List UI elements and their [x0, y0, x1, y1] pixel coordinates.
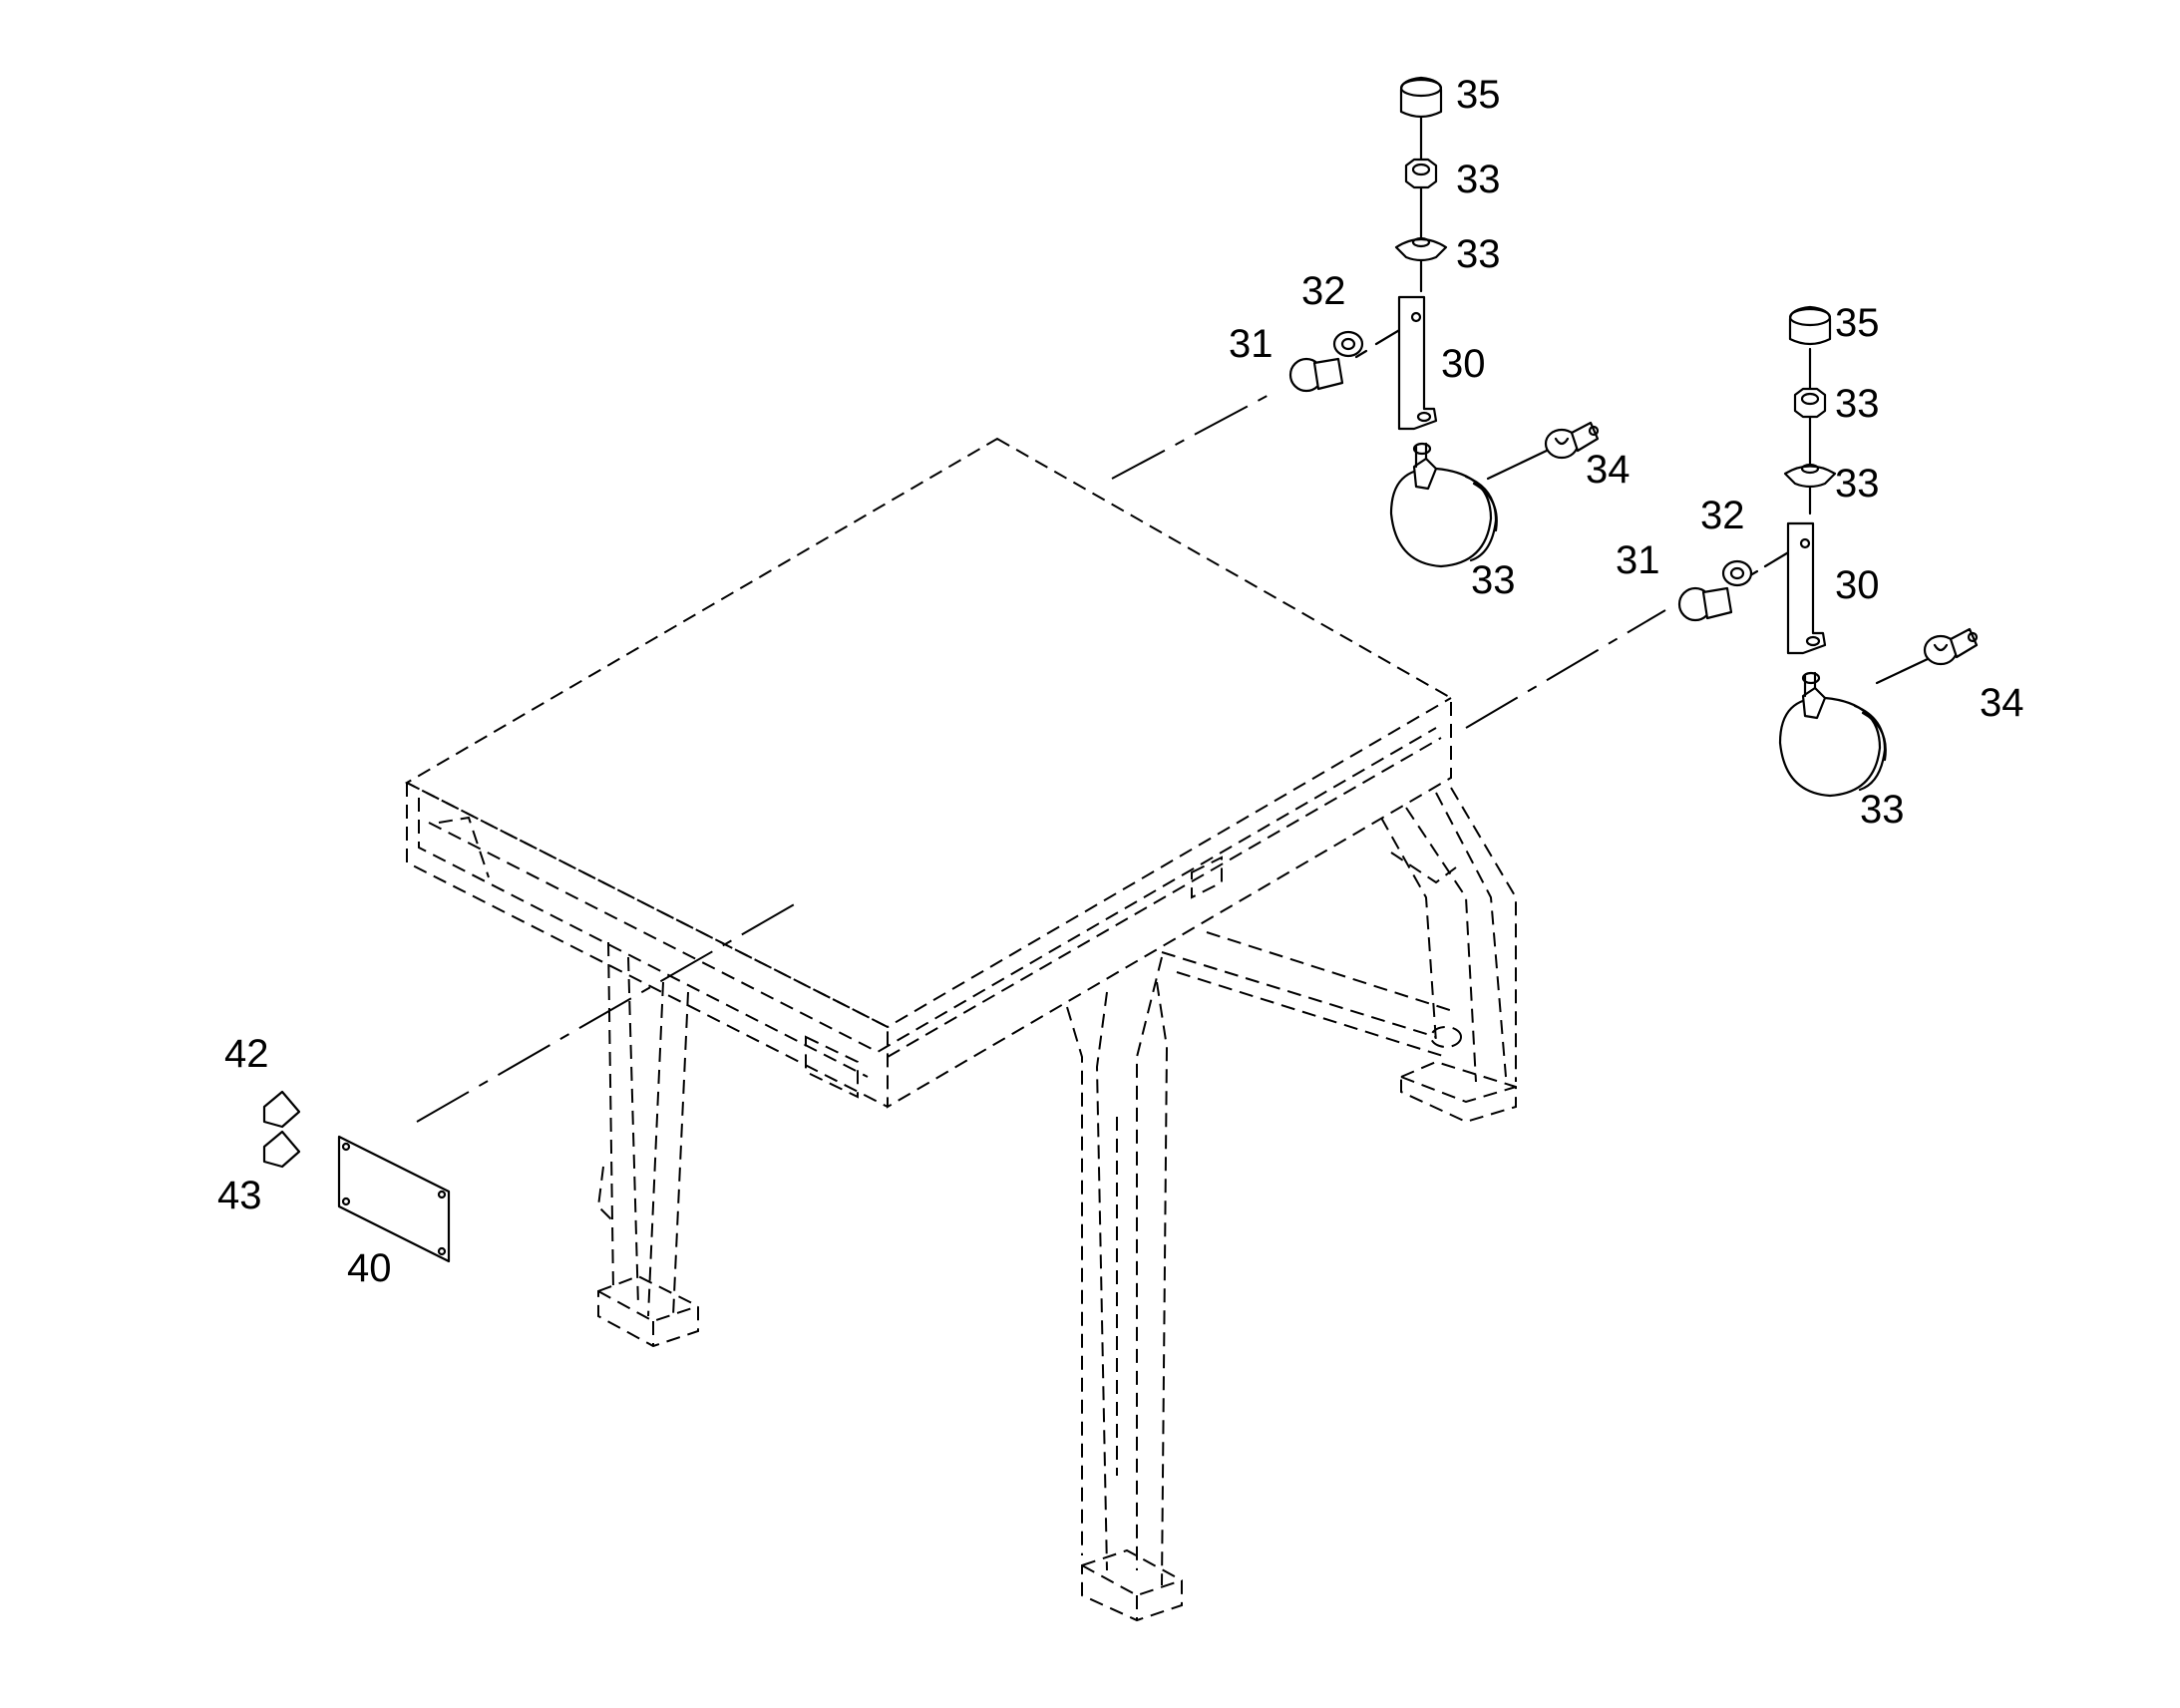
hex-nut-icon — [262, 1090, 301, 1129]
callout-43: 43 — [217, 1174, 262, 1217]
callout-40: 40 — [347, 1246, 392, 1290]
table-leg-front — [1066, 956, 1183, 1622]
name-plate-icon — [337, 1135, 451, 1263]
mounting-bracket-icon — [1786, 521, 1827, 655]
callout-34: 34 — [1586, 448, 1631, 492]
lamp-globe-icon — [1389, 442, 1498, 568]
mounting-bracket-icon — [1397, 295, 1438, 431]
table-leg-left — [596, 941, 699, 1348]
callout-33: 33 — [1456, 158, 1501, 201]
callout-31: 31 — [1616, 538, 1660, 582]
callout-34: 34 — [1980, 681, 2024, 725]
table-top — [404, 437, 1452, 1109]
washer-icon — [1332, 330, 1364, 358]
lamp-assembly-a — [1288, 76, 1600, 568]
light-bulb-icon — [1544, 421, 1600, 460]
lamp-globe-icon — [1778, 671, 1887, 798]
callout-32: 32 — [1700, 494, 1745, 537]
callout-33: 33 — [1835, 462, 1880, 506]
cone-washer-icon — [1783, 463, 1837, 489]
hex-nut-icon — [262, 1130, 301, 1169]
callout-33: 33 — [1835, 382, 1880, 426]
callout-31: 31 — [1229, 322, 1273, 366]
callout-30: 30 — [1835, 563, 1880, 607]
cone-washer-icon — [1394, 236, 1448, 262]
callout-30: 30 — [1441, 342, 1486, 386]
callout-33: 33 — [1471, 558, 1516, 602]
lamp-assembly-b — [1677, 305, 1979, 798]
center-line-plate — [416, 901, 799, 1123]
explode-lines — [416, 93, 1932, 1123]
table-leg-right — [1161, 787, 1517, 1124]
callout-33: 33 — [1860, 788, 1905, 832]
center-line-lamp-a — [1111, 390, 1277, 480]
hex-nut-icon — [1404, 158, 1438, 189]
cap-nut-icon — [1399, 76, 1443, 119]
hex-nut-icon — [1793, 387, 1827, 419]
callout-42: 42 — [224, 1032, 269, 1076]
work-table — [404, 437, 1517, 1622]
screw-icon — [1288, 357, 1344, 393]
callout-33: 33 — [1456, 232, 1501, 276]
cap-nut-icon — [1788, 305, 1832, 346]
name-plate-group — [262, 1090, 451, 1263]
center-line-lamp-b — [1465, 609, 1666, 729]
callout-labels: 35 33 33 32 31 30 34 33 35 33 33 32 31 3… — [217, 73, 2024, 1290]
screw-icon — [1677, 586, 1733, 622]
washer-icon — [1721, 559, 1753, 587]
callout-35: 35 — [1456, 73, 1501, 117]
callout-32: 32 — [1301, 269, 1346, 313]
callout-35: 35 — [1835, 301, 1880, 345]
light-bulb-icon — [1923, 627, 1979, 666]
